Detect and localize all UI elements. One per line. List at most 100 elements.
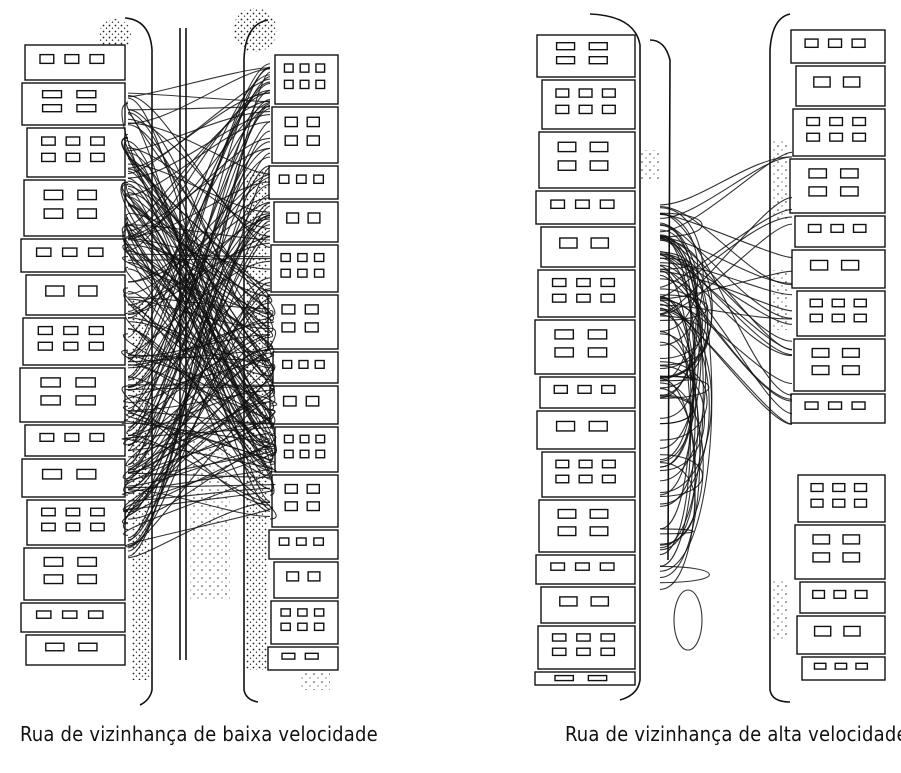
window xyxy=(298,623,307,630)
window xyxy=(300,80,309,88)
window xyxy=(42,153,55,161)
window xyxy=(558,161,576,170)
caption-low-speed: Rua de vizinhança de baixa velocidade xyxy=(20,722,378,746)
window xyxy=(287,572,299,581)
building xyxy=(537,35,635,77)
window xyxy=(576,200,590,208)
window xyxy=(78,558,97,567)
window xyxy=(64,342,78,350)
window xyxy=(43,105,62,112)
building xyxy=(20,368,125,422)
window xyxy=(835,663,846,669)
building xyxy=(793,109,885,156)
window xyxy=(811,484,823,492)
building xyxy=(538,626,635,669)
window xyxy=(589,421,607,431)
window xyxy=(558,510,576,519)
connection-line xyxy=(660,566,709,582)
window xyxy=(832,314,844,322)
left-row-houses xyxy=(20,45,125,665)
window xyxy=(44,190,63,199)
window xyxy=(557,43,575,50)
window xyxy=(308,572,320,581)
window xyxy=(281,609,290,616)
window xyxy=(63,248,77,256)
window xyxy=(812,349,829,358)
window xyxy=(591,238,608,248)
window xyxy=(279,538,288,545)
window xyxy=(813,591,825,599)
window xyxy=(46,643,64,651)
window xyxy=(300,64,309,72)
window xyxy=(66,523,79,531)
window xyxy=(38,327,52,335)
window xyxy=(601,279,614,287)
building xyxy=(22,459,125,497)
connection-line xyxy=(660,152,792,231)
window xyxy=(284,396,296,406)
window xyxy=(315,254,324,262)
window xyxy=(42,523,55,531)
loop-line xyxy=(674,590,702,650)
building xyxy=(541,227,635,267)
window xyxy=(306,396,318,406)
building xyxy=(26,635,125,665)
window xyxy=(814,663,825,669)
window xyxy=(43,469,62,479)
window xyxy=(832,299,844,307)
window xyxy=(807,118,820,126)
window xyxy=(551,200,565,208)
window xyxy=(78,190,97,199)
window xyxy=(810,314,822,322)
window xyxy=(852,402,865,409)
window xyxy=(284,64,293,72)
building xyxy=(537,411,635,449)
window xyxy=(856,663,867,669)
window xyxy=(315,269,324,277)
window xyxy=(579,89,592,97)
window xyxy=(815,626,831,636)
window xyxy=(298,269,307,277)
building xyxy=(275,427,338,472)
building xyxy=(535,320,635,374)
window xyxy=(66,137,79,145)
window xyxy=(555,348,573,357)
window xyxy=(77,469,96,479)
window xyxy=(853,118,866,126)
window xyxy=(833,484,845,492)
window xyxy=(281,269,290,277)
building xyxy=(790,159,885,213)
building xyxy=(798,475,885,522)
window xyxy=(602,89,615,97)
window xyxy=(811,499,823,507)
window xyxy=(830,118,843,126)
window xyxy=(588,348,606,357)
window xyxy=(281,254,290,262)
window xyxy=(560,597,577,606)
window xyxy=(590,142,608,151)
window xyxy=(316,450,325,458)
window xyxy=(556,89,569,97)
building xyxy=(542,452,635,497)
window xyxy=(555,676,573,681)
window xyxy=(812,366,829,375)
window xyxy=(843,77,859,87)
window xyxy=(316,64,325,72)
window xyxy=(282,653,295,659)
building xyxy=(275,55,338,104)
window xyxy=(282,323,295,332)
connection-line xyxy=(660,157,792,205)
window xyxy=(76,378,95,387)
building xyxy=(272,107,338,163)
building xyxy=(23,318,125,365)
window xyxy=(577,279,590,287)
window xyxy=(298,609,307,616)
window xyxy=(854,299,866,307)
window xyxy=(284,450,293,458)
window xyxy=(44,575,63,584)
window xyxy=(590,527,608,536)
window xyxy=(591,597,608,606)
window xyxy=(558,142,576,151)
window xyxy=(809,187,826,196)
